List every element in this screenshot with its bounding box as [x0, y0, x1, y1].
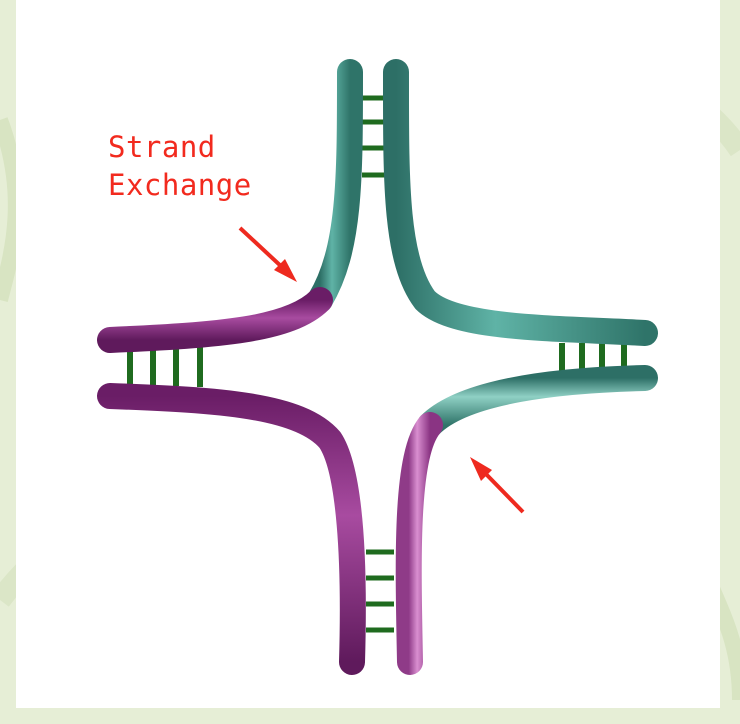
arrow-lower — [470, 457, 523, 512]
base-pairs-bottom — [366, 552, 394, 630]
arrow-upper — [240, 228, 297, 282]
strand-exchange-label: Strand Exchange — [108, 128, 252, 204]
base-pairs-top — [362, 98, 386, 175]
strand-top-right — [396, 72, 645, 333]
label-line-1: Strand — [108, 128, 252, 166]
label-line-2: Exchange — [108, 166, 252, 204]
strand-bottom-right — [409, 378, 645, 662]
strand-bottom-left — [110, 396, 353, 662]
strand-top-left — [110, 72, 350, 340]
